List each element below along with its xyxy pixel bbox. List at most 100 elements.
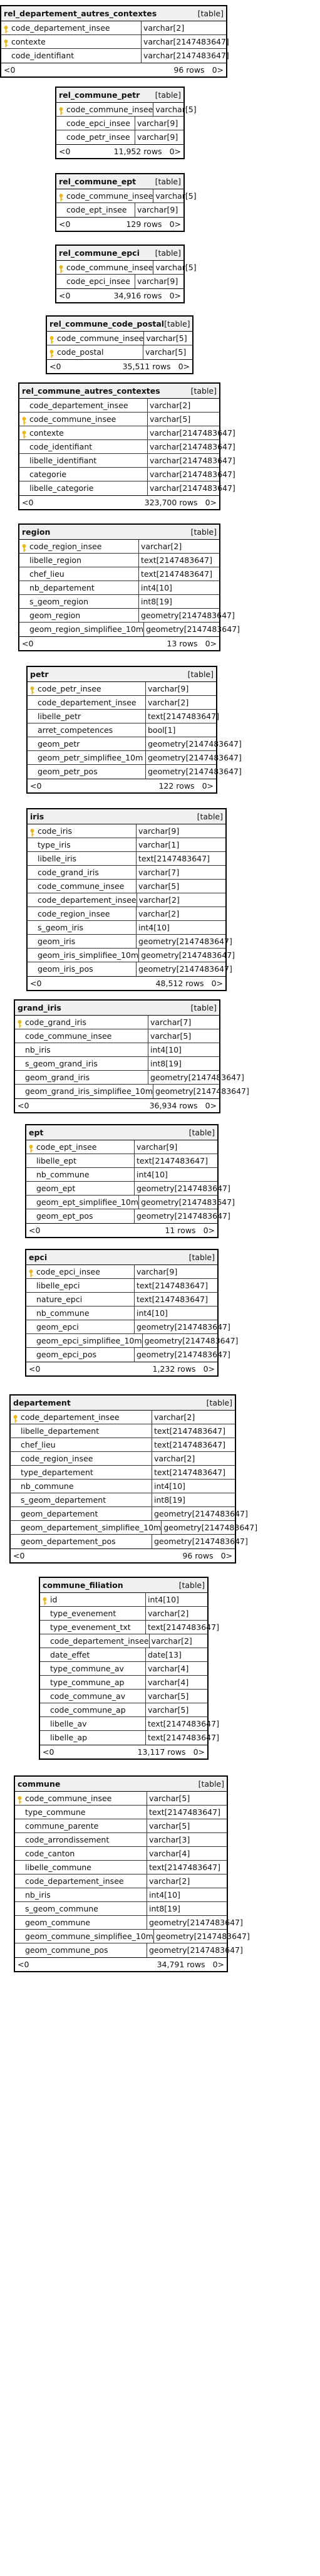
page-prev-button[interactable]: <0 [30,979,42,988]
page-next-button[interactable]: 0> [193,1747,205,1757]
page-prev-button[interactable]: <0 [59,291,71,300]
table-rel-commune-autres-contextes[interactable]: rel_commune_autres_contextes[table]code_… [18,382,235,510]
page-next-button[interactable]: 0> [205,639,217,648]
page-next-button[interactable]: 0> [169,219,181,229]
table-rel-departement-autres-contextes[interactable]: rel_departement_autres_contextes[table]c… [0,5,229,78]
page-prev-button[interactable]: <0 [59,147,71,156]
page-next-button[interactable]: 0> [203,1364,215,1374]
table-rel-commune-code-postal[interactable]: rel_commune_code_postal[table]code_commu… [46,315,194,374]
page-prev-button[interactable]: <0 [30,781,42,791]
table-rel-commune-petr[interactable]: rel_commune_petr[table]code_commune_inse… [55,87,197,159]
page-prev-button[interactable]: <0 [4,65,16,75]
page-prev-button[interactable]: <0 [18,1101,29,1110]
page-prev-button[interactable]: <0 [29,1226,41,1235]
page-next-button[interactable]: 0> [205,498,217,507]
page-prev-button[interactable]: <0 [29,1364,41,1374]
page-next-button[interactable]: 0> [169,291,181,300]
page-next-button[interactable]: 0> [203,1226,215,1235]
page-next-button[interactable]: 0> [205,1101,217,1110]
page-prev-button[interactable]: <0 [43,1747,54,1757]
page-next-button[interactable]: 0> [178,362,190,371]
page-next-button[interactable]: 0> [212,65,224,75]
table-departement[interactable]: departement[table]code_departement_insee… [9,1394,257,1564]
page-next-button[interactable]: 0> [212,1960,224,1969]
